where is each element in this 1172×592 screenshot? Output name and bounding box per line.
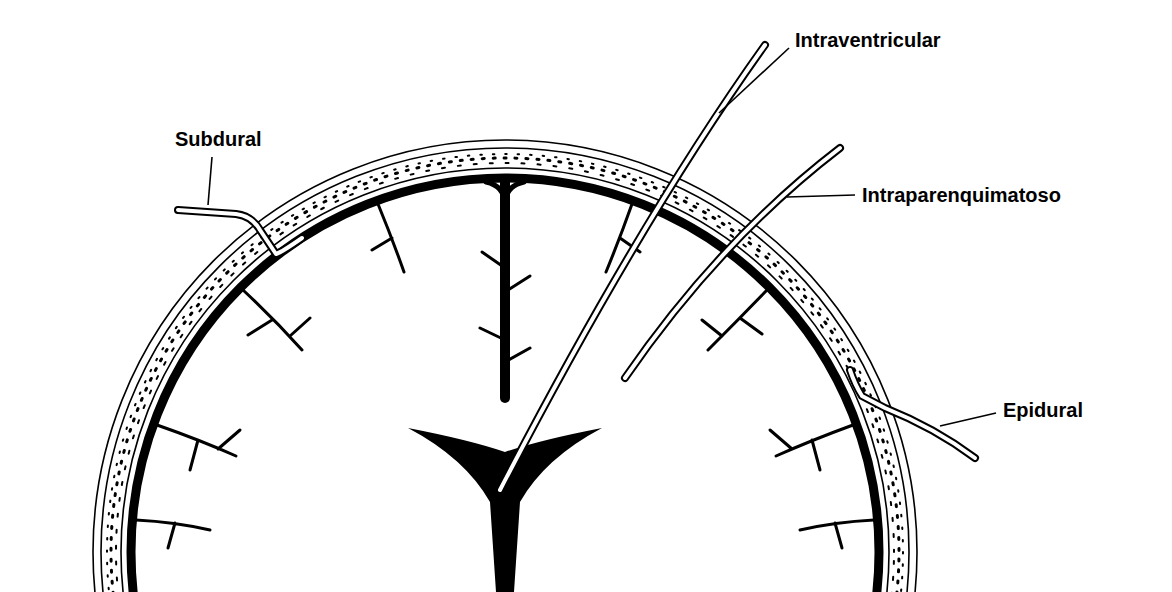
sulcus	[372, 204, 404, 272]
catheters	[178, 45, 975, 490]
bone-outer	[101, 148, 909, 592]
catheter-label: Subdural	[175, 127, 262, 151]
bone-dots	[107, 154, 903, 592]
intraparenchymal-catheter-lumen	[625, 148, 840, 378]
subarachnoid-band	[131, 178, 879, 592]
intraparenchymal-catheter	[625, 148, 840, 378]
leader-line	[719, 48, 789, 113]
epidural-catheter-lumen	[850, 370, 975, 458]
subdural-catheter-lumen	[178, 210, 302, 254]
sulcus	[157, 425, 240, 470]
sulcus	[243, 290, 310, 350]
subdural-catheter	[178, 210, 302, 254]
lateral-ventricle	[408, 428, 602, 592]
sulcus	[702, 290, 767, 350]
intraventricular-catheter-lumen	[500, 45, 765, 490]
catheter-label: Intraventricular	[795, 28, 941, 52]
sulcus	[800, 520, 874, 548]
falx	[480, 180, 530, 398]
leader-line	[208, 157, 212, 205]
sulcus	[770, 425, 853, 470]
epidural-catheter	[850, 370, 975, 458]
intraventricular-catheter	[500, 45, 765, 490]
leader-line	[787, 195, 855, 197]
skull-layers	[93, 140, 917, 592]
scalp-line	[93, 140, 917, 592]
leader-line	[940, 413, 996, 426]
leader-lines	[208, 48, 996, 426]
bone-inner	[121, 168, 889, 592]
bone-dots	[111, 158, 899, 592]
catheter-label: Epidural	[1003, 398, 1083, 422]
falx-branches	[480, 252, 530, 362]
catheter-label: Intraparenquimatoso	[862, 183, 1061, 207]
bone-dots	[116, 163, 894, 592]
sulcus	[136, 520, 210, 548]
